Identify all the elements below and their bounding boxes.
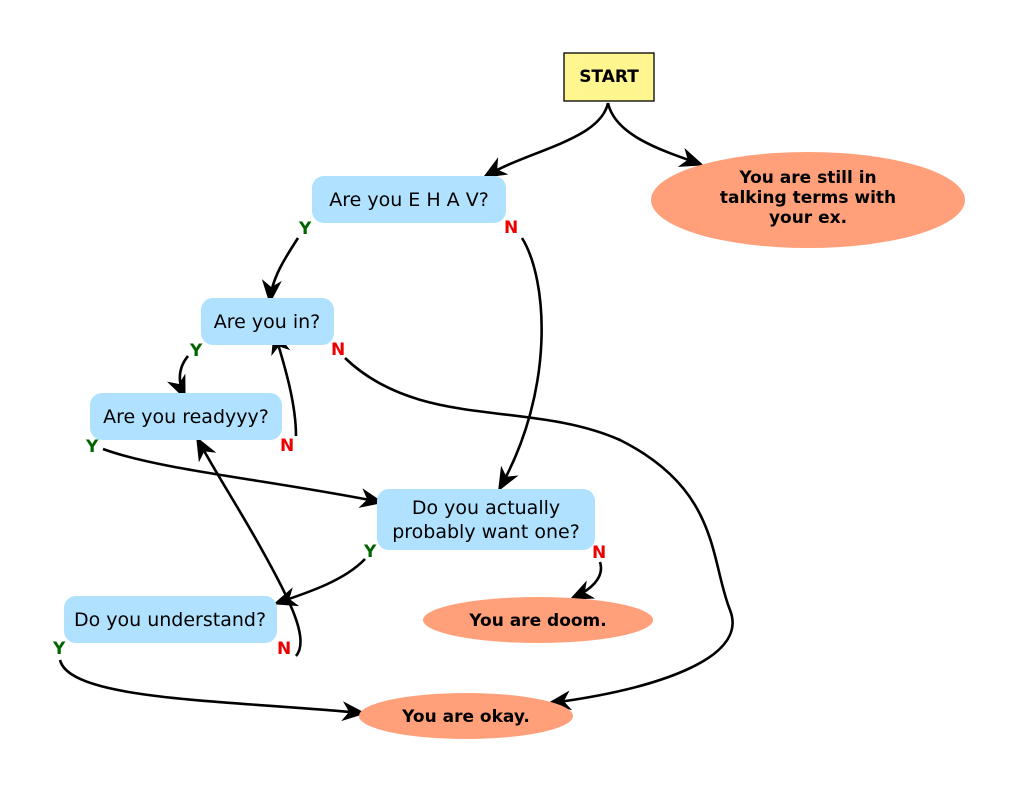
edges (58, 102, 734, 722)
question-understand-label: Do you understand? (74, 609, 266, 631)
result-ex-label-line1: You are still in (738, 168, 876, 188)
result-ex-ellipse (651, 152, 965, 248)
question-want-label-line1: Do you actually (412, 497, 560, 519)
edge-start-to-ex (606, 102, 704, 167)
label-want-no: N (592, 543, 606, 563)
label-ready-no: N (280, 436, 294, 456)
question-ready-label: Are you readyyy? (103, 406, 269, 428)
edge-ehav-no-to-want (498, 237, 543, 492)
question-understand-box (64, 596, 277, 643)
result-doom-label: You are doom. (468, 611, 606, 631)
result-okay-label: You are okay. (401, 707, 530, 727)
question-want-box (377, 489, 595, 550)
edge-want-no-to-doom (569, 561, 603, 600)
edge-want-yes-to-understand (273, 558, 366, 607)
edge-understand-yes-to-okay (58, 659, 366, 722)
result-okay-ellipse (359, 693, 573, 739)
result-okay: You are okay. (359, 693, 573, 739)
result-ex: You are still in talking terms with your… (651, 152, 965, 248)
question-ready-box (90, 393, 282, 440)
start-label: START (579, 67, 639, 87)
label-understand-no: N (277, 639, 291, 659)
edge-in-no-to-okay (344, 357, 734, 711)
label-understand-yes: Y (52, 639, 66, 659)
edge-understand-no-to-ready (196, 436, 302, 657)
label-in-no: N (331, 340, 345, 360)
label-ready-yes: Y (85, 437, 99, 457)
label-ehav-yes: Y (298, 219, 312, 239)
question-ehav-box (312, 176, 506, 223)
label-ehav-no: N (504, 218, 518, 238)
edge-ready-yes-to-want (102, 447, 384, 508)
start-node: START (563, 52, 655, 102)
edge-start-to-ehav (482, 102, 610, 179)
result-doom: You are doom. (423, 597, 653, 643)
question-in-label: Are you in? (214, 311, 320, 333)
edge-ready-no-to-in (271, 330, 298, 437)
start-box (563, 52, 655, 102)
result-ex-label-line3: your ex. (769, 208, 847, 228)
question-understand: Do you understand? (64, 596, 277, 643)
question-in: Are you in? (201, 298, 334, 345)
question-want-label-line2: probably want one? (392, 521, 580, 543)
label-want-yes: Y (363, 542, 377, 562)
question-in-box (201, 298, 334, 345)
question-ready: Are you readyyy? (90, 393, 282, 440)
edge-ehav-yes-to-in (261, 237, 300, 304)
edge-in-yes-to-ready (166, 355, 190, 400)
edge-labels: Y N Y N Y N Y N Y N (52, 218, 606, 659)
question-ehav: Are you E H A V? (312, 176, 506, 223)
question-want: Do you actually probably want one? (377, 489, 595, 550)
question-ehav-label: Are you E H A V? (329, 189, 489, 211)
label-in-yes: Y (189, 341, 203, 361)
result-doom-ellipse (423, 597, 653, 643)
result-ex-label-line2: talking terms with (720, 188, 896, 208)
